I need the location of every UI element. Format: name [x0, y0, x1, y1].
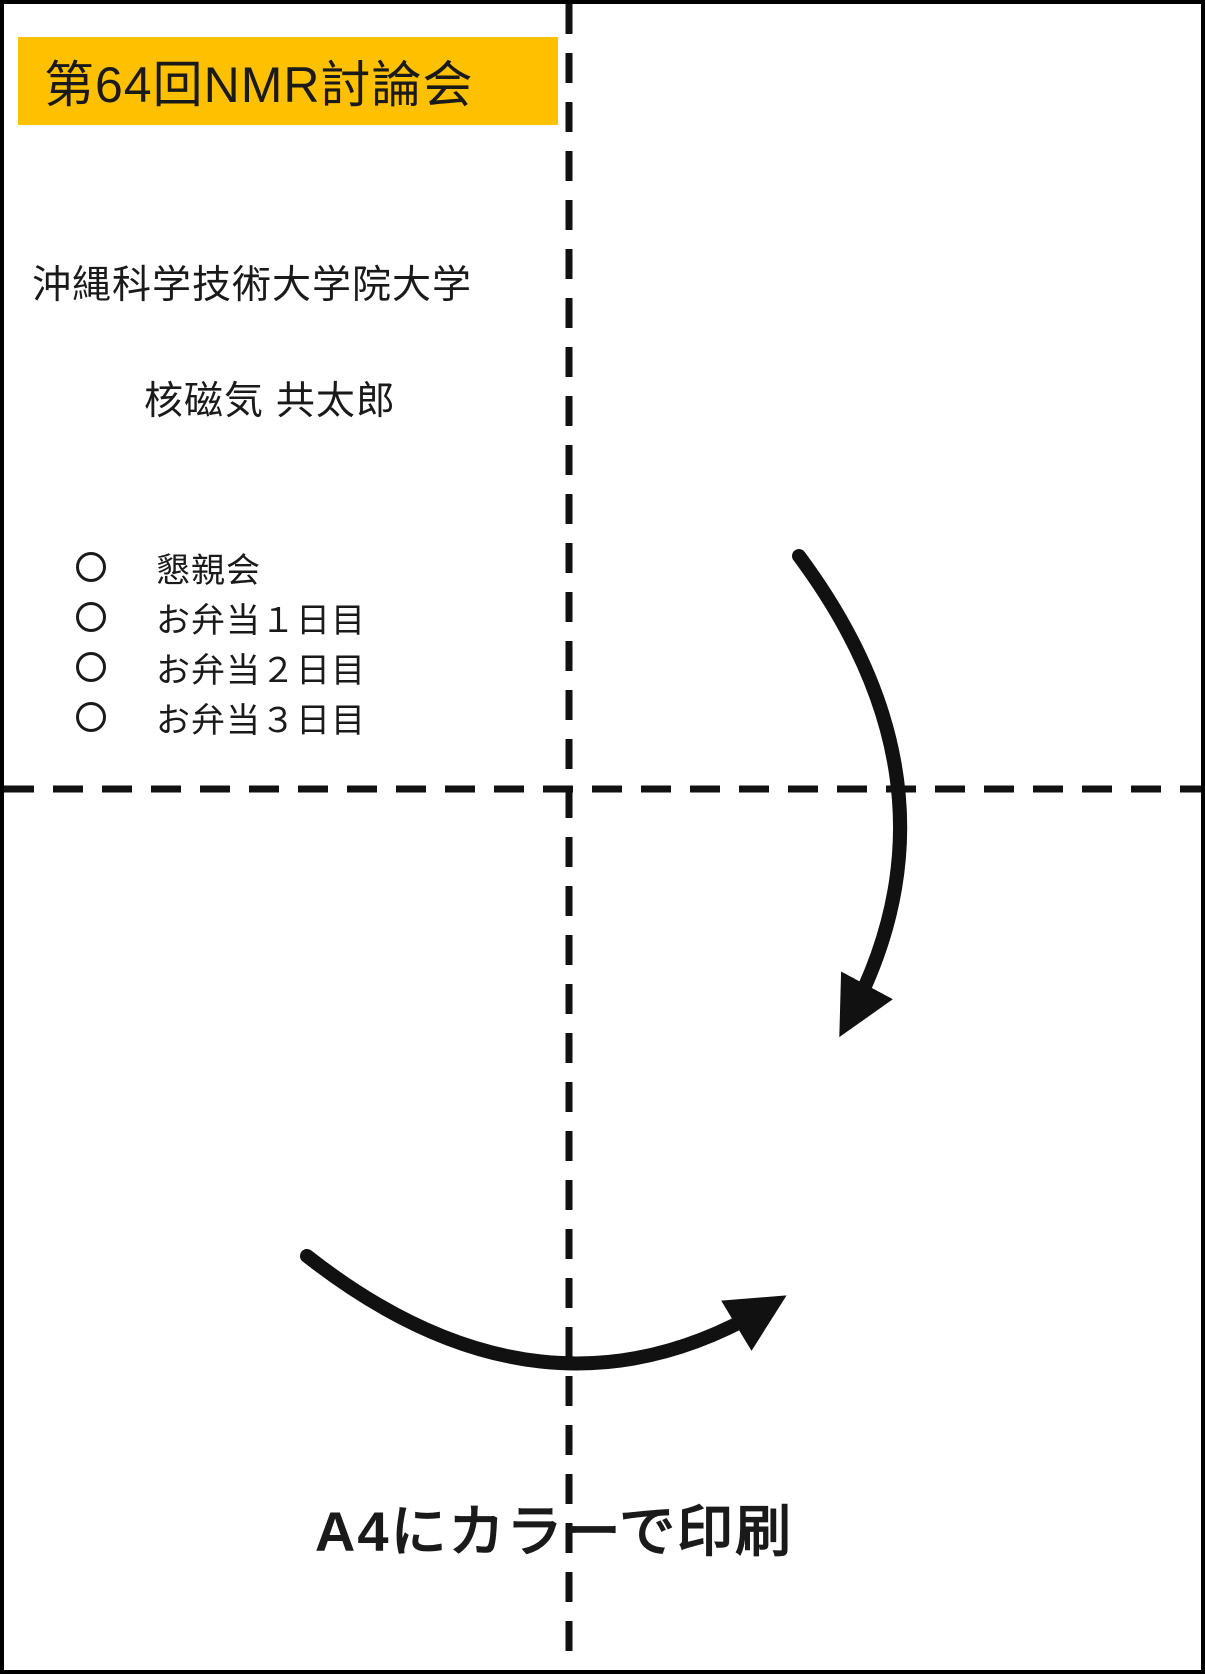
- affiliation-text: 沖縄科学技術大学院大学: [32, 264, 473, 307]
- fold-arrow-down-icon: [792, 549, 908, 1038]
- checklist-label: お弁当３日目: [156, 701, 366, 740]
- conference-title-highlight: 第64回NMR討論会: [18, 37, 558, 125]
- print-instruction: A4にカラーで印刷: [314, 1500, 794, 1563]
- checklist-label: お弁当２日目: [156, 651, 366, 690]
- list-item: お弁当２日目: [76, 649, 366, 690]
- circle-checkbox-icon: [76, 552, 106, 582]
- list-item: お弁当１日目: [76, 599, 366, 640]
- circle-checkbox-icon: [76, 652, 106, 682]
- fold-arrow-right-icon: [300, 1249, 787, 1371]
- meal-checklist: 懇親会 お弁当１日目 お弁当２日目 お弁当３日目: [76, 549, 366, 740]
- conference-title: 第64回NMR討論会: [44, 57, 474, 113]
- attendee-name: 核磁気 共太郎: [144, 380, 396, 423]
- checklist-label: 懇親会: [156, 551, 261, 590]
- circle-checkbox-icon: [76, 602, 106, 632]
- checklist-label: お弁当１日目: [156, 601, 366, 640]
- list-item: お弁当３日目: [76, 699, 366, 740]
- list-item: 懇親会: [76, 549, 366, 590]
- circle-checkbox-icon: [76, 702, 106, 732]
